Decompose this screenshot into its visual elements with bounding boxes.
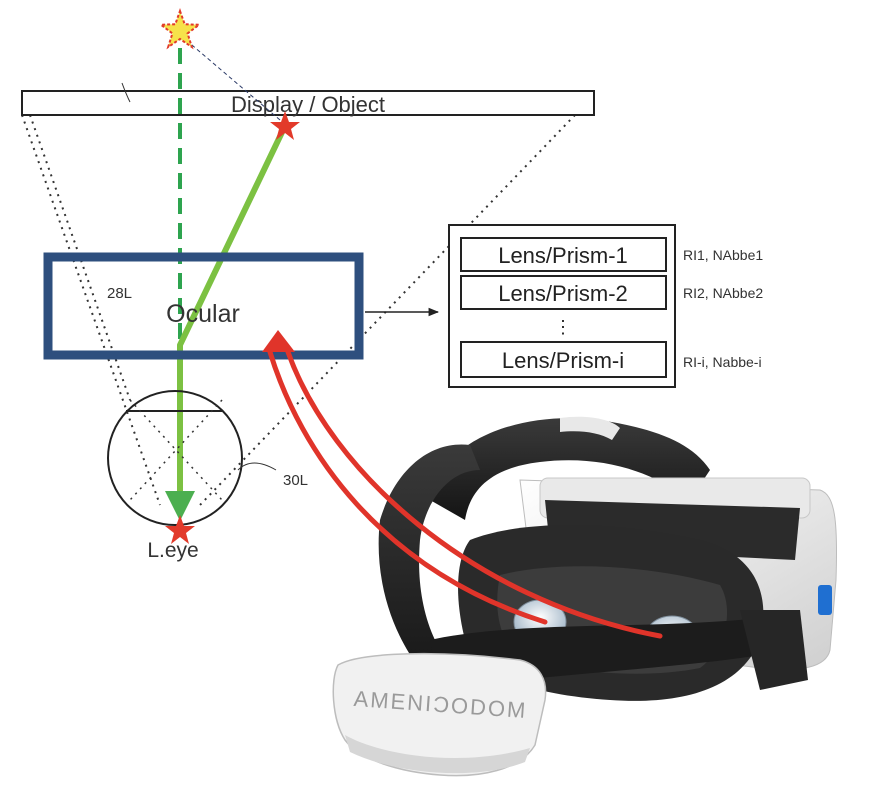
lens-prism-i-label: Lens/Prism-i (502, 348, 624, 373)
virtual-image-star-icon (158, 8, 202, 50)
ocular-label: Ocular (166, 300, 240, 328)
ocular-pointer-lines (267, 349, 663, 639)
eye: 30L L.eye (107, 390, 308, 562)
pointer-arrowhead (262, 330, 295, 352)
display-point-star-icon (270, 111, 300, 140)
lens-prism-i-box (460, 341, 667, 378)
display-tick-mark (121, 82, 131, 103)
display-object-bar (21, 90, 595, 116)
lens-stack: Lens/Prism-1 Lens/Prism-2 ⋮ Lens/Prism-i… (448, 224, 763, 388)
eye-label: L.eye (147, 539, 198, 562)
eye-cross-line-b (129, 399, 223, 501)
ocular-ref: 28L (107, 285, 132, 302)
eye-cross-line-a (129, 399, 223, 501)
blue-accent (818, 585, 832, 615)
lens-prism-2-params: RI2, NAbbe2 (683, 285, 763, 301)
side-strap-right (740, 610, 808, 690)
lens-prism-i-params: RI-i, Nabbe-i (683, 354, 762, 370)
lens-prism-1-box (460, 237, 667, 272)
top-strap (430, 418, 710, 520)
eye-ref: 30L (283, 472, 308, 489)
display-label: Display / Object (231, 92, 385, 117)
rear-head-pad-shade (345, 735, 530, 774)
vr-headset: AMENIƆODOM (332, 416, 838, 777)
ocular-box (43, 252, 364, 360)
lens-prism-2-label: Lens/Prism-2 (498, 281, 628, 306)
lens-stack-ellipsis: ⋮ (554, 317, 572, 337)
field-of-view-lines (21, 114, 576, 506)
eye-circle (107, 390, 243, 526)
eye-ref-leader (237, 462, 277, 471)
lens-prism-1-params: RI1, NAbbe1 (683, 247, 763, 263)
top-strap-buckle (560, 416, 620, 440)
lens-prism-1-label: Lens/Prism-1 (498, 243, 628, 268)
light-ray (165, 124, 288, 521)
rear-strap (378, 444, 480, 700)
retina-star-icon (165, 515, 195, 544)
lens-prism-2-box (460, 275, 667, 310)
